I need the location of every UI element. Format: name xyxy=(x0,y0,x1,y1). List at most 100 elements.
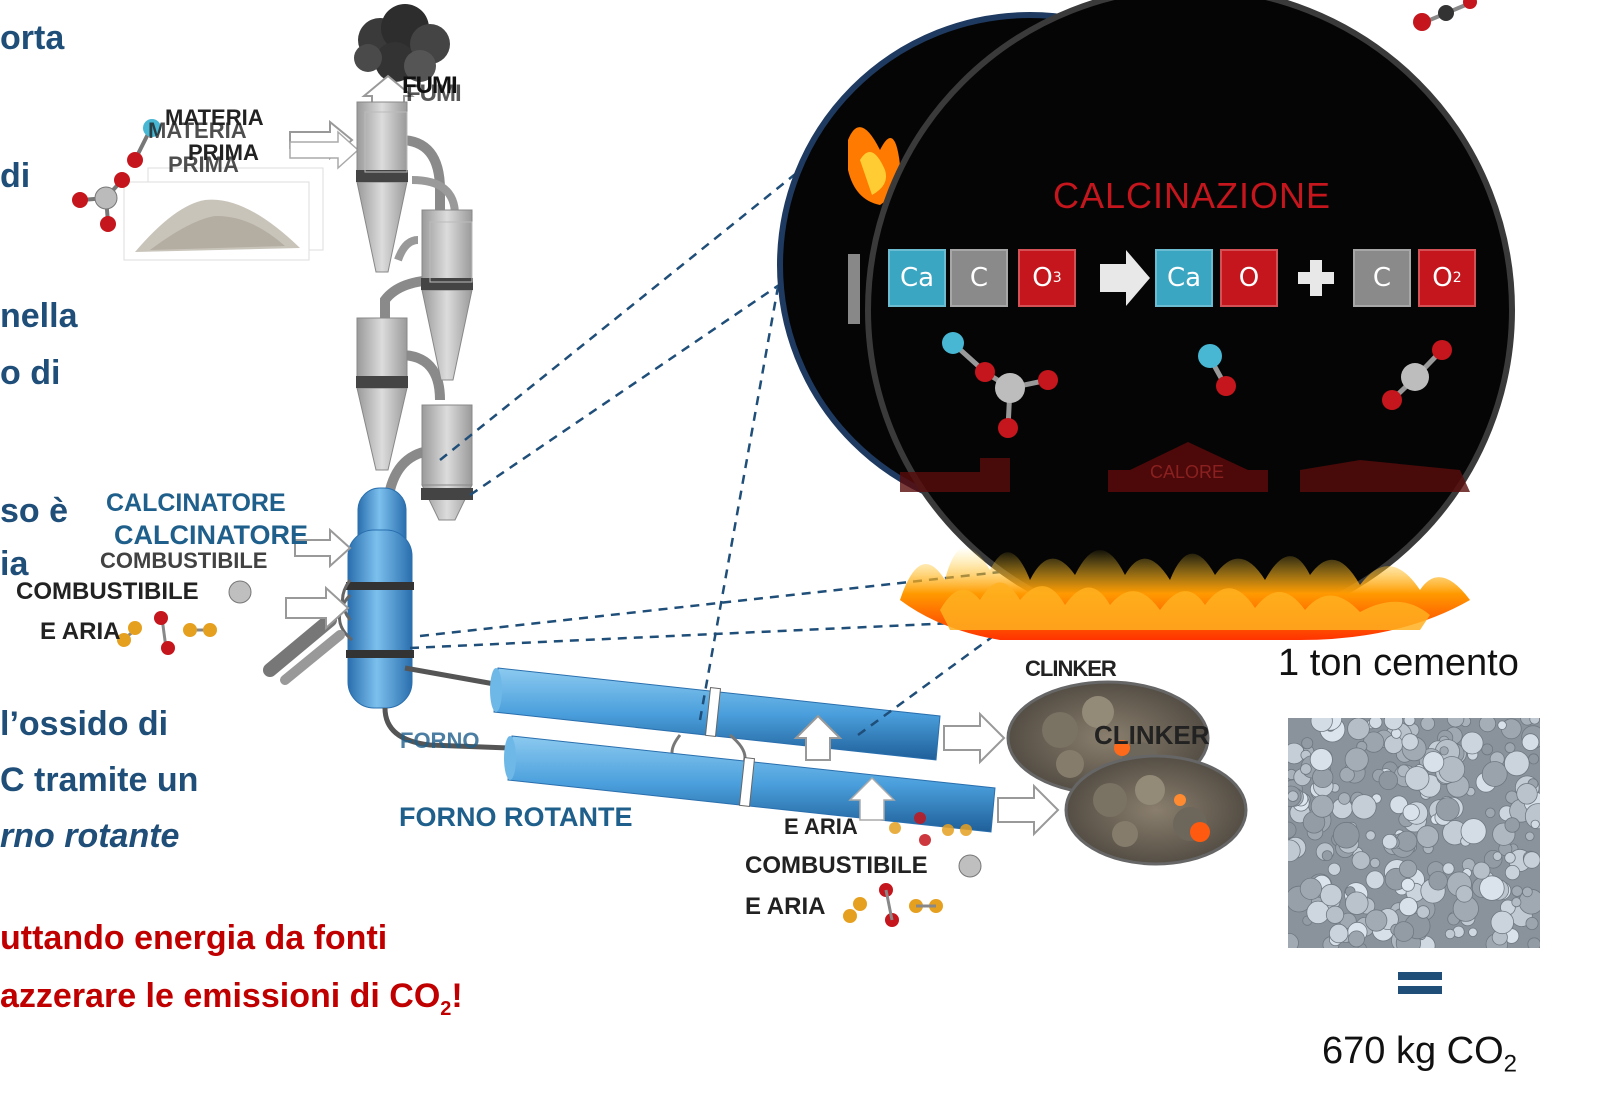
pellet xyxy=(1325,905,1345,924)
tile-o-product: O xyxy=(1220,249,1278,307)
clinker-image-2 xyxy=(1064,754,1248,866)
combustibile-label-ghost: COMBUSTIBILE xyxy=(100,548,268,573)
pellet xyxy=(1444,928,1456,940)
pellet xyxy=(1504,750,1530,777)
calciner-kiln-pipe-top xyxy=(404,665,501,688)
preheater-tower xyxy=(356,101,473,521)
pellet xyxy=(1365,830,1376,841)
pellet xyxy=(1309,748,1333,772)
pellet xyxy=(1527,937,1540,948)
calciner-vessel xyxy=(263,487,414,709)
pellet xyxy=(1347,718,1370,740)
smoke-cloud xyxy=(354,4,450,82)
pellet xyxy=(1399,859,1418,878)
clinker-label: CLINKER xyxy=(1094,720,1210,750)
fumi-label: FUMI xyxy=(402,72,458,99)
pellet xyxy=(1403,718,1416,727)
calciner-combustibile-label: COMBUSTIBILE xyxy=(16,578,199,605)
tile-c-reactant: C xyxy=(950,249,1008,307)
pellet xyxy=(1329,923,1349,944)
materia-prima-label-line1-ghost: MATERIA xyxy=(148,118,247,143)
caco3-molecule-icon xyxy=(72,119,161,232)
pellet xyxy=(1378,770,1399,791)
calcination-zoom-front xyxy=(865,0,1515,640)
left-text-line-3: nella xyxy=(0,297,78,335)
pellet xyxy=(1402,803,1420,821)
pellet xyxy=(1485,807,1496,819)
pellet xyxy=(1369,857,1381,869)
pellet xyxy=(1288,821,1297,839)
kiln-air-arrow-2 xyxy=(848,776,896,821)
kiln-air-molecules-ghost xyxy=(889,812,972,846)
left-text-line-8: C tramite un xyxy=(0,761,199,799)
pellet xyxy=(1310,794,1334,818)
pellet xyxy=(1396,830,1418,852)
calciner-fuel-ball-icon xyxy=(228,580,252,604)
pellet xyxy=(1383,718,1404,731)
pellet xyxy=(1398,897,1418,917)
pellet xyxy=(1422,751,1445,773)
pellet xyxy=(1299,877,1322,900)
pellet xyxy=(1420,718,1435,731)
pellet xyxy=(1365,870,1385,890)
pellet xyxy=(1333,821,1360,849)
pellet xyxy=(1393,921,1415,942)
left-text-line-6: ia xyxy=(0,545,29,583)
pellet xyxy=(1300,763,1312,775)
calciner-fuel-arrow-1 xyxy=(294,527,352,569)
pellet xyxy=(1504,817,1520,833)
clinker-out-arrow-2 xyxy=(997,783,1060,837)
pellet xyxy=(1446,718,1465,728)
calciner-kiln-pipe-bottom xyxy=(382,707,511,751)
kiln-combustibile-label: COMBUSTIBILE xyxy=(745,852,928,879)
pellet xyxy=(1529,718,1540,725)
left-text-line-2: di xyxy=(0,157,31,195)
plus-sign xyxy=(1298,260,1334,296)
pellet xyxy=(1455,885,1474,903)
pellet xyxy=(1339,767,1355,783)
forno-rotante-label: FORNO ROTANTE xyxy=(399,802,633,832)
raw-material-pile xyxy=(123,167,324,261)
cement-amount-label: 1 ton cemento xyxy=(1278,642,1519,684)
pellet xyxy=(1479,875,1505,901)
pellet xyxy=(1348,930,1365,948)
kiln-e-aria-label-ghost: E ARIA xyxy=(784,814,858,839)
pellet xyxy=(1521,733,1540,751)
pellet xyxy=(1523,851,1540,869)
pellet xyxy=(1525,916,1539,930)
pellet xyxy=(1504,742,1516,754)
pellet xyxy=(1442,862,1455,875)
pellet xyxy=(1525,831,1535,842)
co2-molecule-3d xyxy=(1382,340,1452,410)
kiln-air-molecules-icon xyxy=(843,883,943,927)
left-text-line-7: l’ossido di xyxy=(0,705,169,743)
pellet xyxy=(1478,718,1497,733)
materia-prima-label-line1: MATERIA xyxy=(165,105,264,130)
tile-c-co2: C xyxy=(1353,249,1411,307)
equals-sign xyxy=(1398,972,1442,994)
materia-prima-label-line2: PRIMA xyxy=(188,140,259,165)
cement-pellets-texture xyxy=(1288,718,1540,948)
pellet xyxy=(1516,783,1538,805)
clinker-label-ghost: CLINKER xyxy=(1025,656,1117,681)
pellet xyxy=(1481,743,1494,756)
cao-molecule-3d xyxy=(1198,344,1236,396)
pellet xyxy=(1497,720,1507,730)
pellet xyxy=(1401,733,1419,751)
calcinatore-label-ghost: CALCINATORE xyxy=(106,489,286,517)
left-text-line-9: rno rotante xyxy=(0,817,180,855)
calore-label: CALORE xyxy=(1150,462,1225,482)
pellet xyxy=(1468,927,1478,938)
pellet xyxy=(1504,865,1521,881)
kiln-fuel-ball-icon xyxy=(958,854,982,878)
pellet xyxy=(1428,871,1448,891)
pellet xyxy=(1288,790,1299,802)
pellet xyxy=(1404,766,1430,791)
pellet xyxy=(1490,910,1515,935)
left-text-line-5: so è xyxy=(0,492,69,530)
corner-molecule-icon xyxy=(1413,0,1477,31)
clinker-out-arrow-1 xyxy=(943,711,1006,765)
forno-label-ghost: FORNO xyxy=(400,728,480,753)
